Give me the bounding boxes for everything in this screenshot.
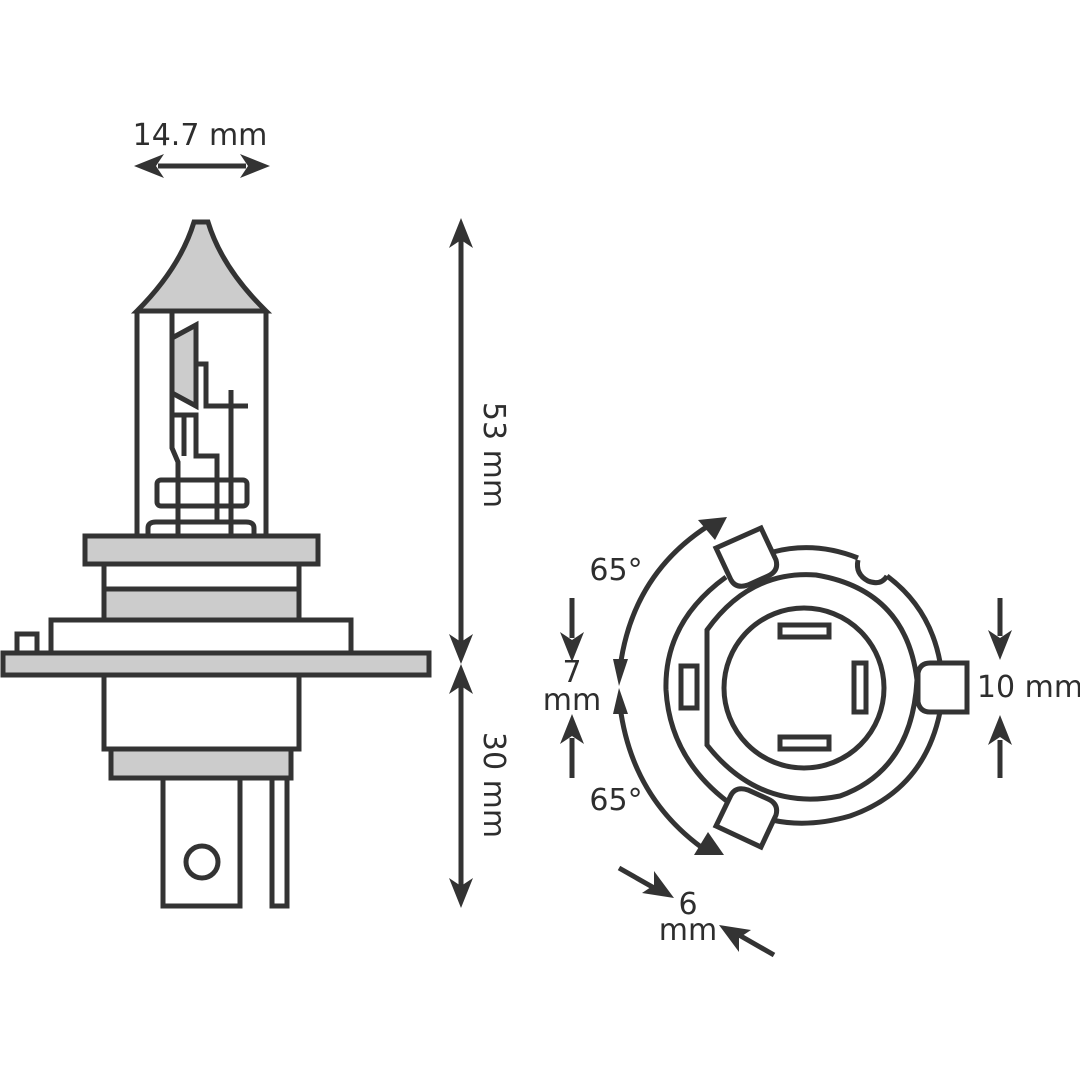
contact-slot-bottom [777,734,832,752]
tab-width-label: 10 mm [977,670,1080,705]
connector-pin-small [269,775,290,909]
height-lower-label: 30 mm [476,732,511,838]
contact-slot-left [678,663,700,711]
inner-circle [721,605,887,771]
reference-plate [0,650,432,678]
bulb-collar-lower [101,586,302,623]
angle-dimension-top: 65° [589,517,727,686]
height-dimension: 53 mm 30 mm [449,218,511,908]
width-dimension: 14.7 mm [133,118,270,178]
glass-envelope [134,308,269,536]
bulb-tip [130,219,273,314]
tab-thickness-value: 6 [678,887,697,922]
height-upper-label: 53 mm [476,402,511,508]
angle-top-label: 65° [589,553,642,588]
tab-right [915,660,970,715]
gap-dimension-left: 7 mm [543,598,601,778]
bulb-flange [82,533,321,567]
bulb-side-view [0,219,432,909]
bulb-collar-upper [101,561,302,592]
outer-ring-left [663,574,730,804]
side-nub [14,631,40,656]
angle-bottom-label: 65° [589,783,642,818]
tab-width-dimension: 10 mm [977,598,1080,778]
outer-ring-right-upper [885,573,943,663]
contact-slot-top [777,622,832,640]
base-ring [108,746,294,781]
connector-pin-large [160,775,243,909]
tab-top [712,524,780,589]
angle-dimension-bottom: 65° [589,688,724,855]
base-front-view [663,524,970,851]
base-body [101,672,302,752]
width-label: 14.7 mm [133,118,268,153]
outer-ring-right-lower [771,711,943,826]
outer-ring-top [772,545,859,561]
pin-hole [183,843,221,881]
contact-slot-right [851,660,869,715]
tab-thickness-dimension: 6 mm [617,865,776,958]
gap-left-value: 7 [562,655,581,690]
base-step [48,617,354,656]
filament-shield [169,320,199,411]
tab-thickness-unit: mm [659,913,717,948]
gap-left-unit: mm [543,683,601,718]
tab-bottom [712,786,780,851]
internal-wires [145,311,257,536]
outer-ring-notch [855,559,890,586]
